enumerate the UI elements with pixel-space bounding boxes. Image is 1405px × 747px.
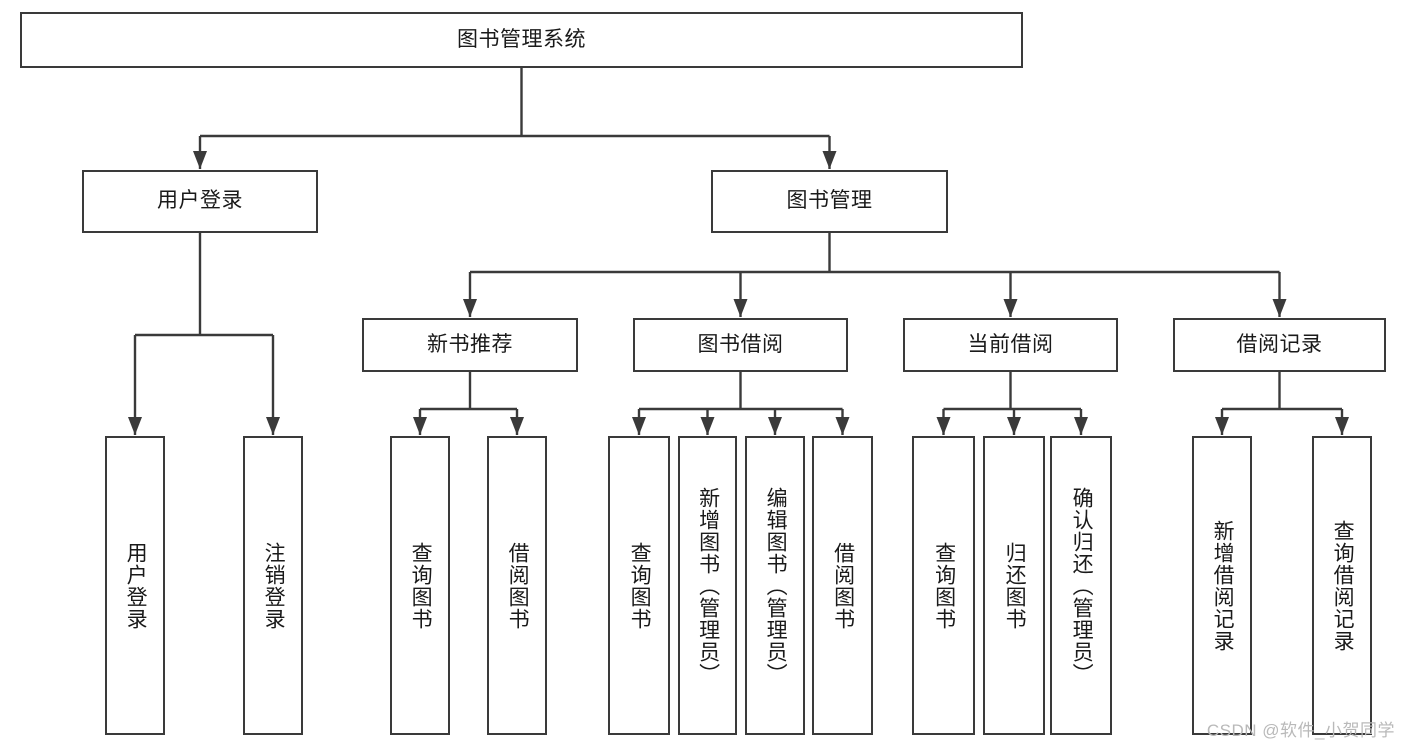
watermark: CSDN @软件_小贺同学 — [1206, 721, 1395, 740]
leaf-query-book-current[interactable]: 查询图书 — [912, 436, 975, 735]
node-book-management[interactable]: 图书管理 — [711, 170, 948, 233]
leaf-return-book-label: 归还图书 — [1003, 541, 1027, 630]
node-new-book-recommendation[interactable]: 新书推荐 — [362, 318, 578, 372]
leaf-logout-label: 注销登录 — [262, 541, 286, 630]
node-current-borrowing[interactable]: 当前借阅 — [903, 318, 1118, 372]
leaf-add-borrow-record-label: 新增借阅记录 — [1211, 519, 1235, 652]
leaf-logout[interactable]: 注销登录 — [243, 436, 303, 735]
leaf-query-book-borrowing-label: 查询图书 — [628, 541, 652, 630]
leaf-query-book-recommendation[interactable]: 查询图书 — [390, 436, 450, 735]
leaf-return-book[interactable]: 归还图书 — [983, 436, 1045, 735]
node-new-book-recommendation-label: 新书推荐 — [427, 332, 513, 356]
node-book-borrowing-label: 图书借阅 — [697, 332, 784, 356]
node-borrowing-record[interactable]: 借阅记录 — [1173, 318, 1386, 372]
leaf-edit-book-admin-label: 编辑图书（管理员） — [764, 486, 788, 685]
leaf-user-login-label: 用户登录 — [124, 541, 148, 630]
leaf-query-book-borrowing[interactable]: 查询图书 — [608, 436, 670, 735]
leaf-add-book-admin[interactable]: 新增图书（管理员） — [678, 436, 737, 735]
leaf-query-borrow-record-label: 查询借阅记录 — [1331, 519, 1355, 652]
leaf-user-login[interactable]: 用户登录 — [105, 436, 165, 735]
leaf-confirm-return-admin-label: 确认归还（管理员） — [1070, 486, 1094, 685]
leaf-borrow-book[interactable]: 借阅图书 — [812, 436, 873, 735]
node-current-borrowing-label: 当前借阅 — [967, 332, 1054, 356]
leaf-query-book-recommendation-label: 查询图书 — [409, 541, 433, 630]
leaf-edit-book-admin[interactable]: 编辑图书（管理员） — [745, 436, 805, 735]
leaf-query-book-current-label: 查询图书 — [932, 541, 956, 630]
leaf-add-book-admin-label: 新增图书（管理员） — [696, 486, 720, 685]
node-user-login[interactable]: 用户登录 — [82, 170, 318, 233]
leaf-borrow-book-label: 借阅图书 — [831, 541, 855, 630]
leaf-confirm-return-admin[interactable]: 确认归还（管理员） — [1050, 436, 1112, 735]
leaf-borrow-book-recommendation[interactable]: 借阅图书 — [487, 436, 547, 735]
leaf-query-borrow-record[interactable]: 查询借阅记录 — [1312, 436, 1372, 735]
node-borrowing-record-label: 借阅记录 — [1236, 332, 1323, 356]
node-root[interactable]: 图书管理系统 — [20, 12, 1023, 68]
node-book-management-label: 图书管理 — [786, 189, 873, 213]
node-book-borrowing[interactable]: 图书借阅 — [633, 318, 848, 372]
leaf-add-borrow-record[interactable]: 新增借阅记录 — [1192, 436, 1252, 735]
node-user-login-label: 用户登录 — [157, 189, 243, 213]
node-root-label: 图书管理系统 — [457, 27, 586, 51]
leaf-borrow-book-recommendation-label: 借阅图书 — [506, 541, 530, 630]
